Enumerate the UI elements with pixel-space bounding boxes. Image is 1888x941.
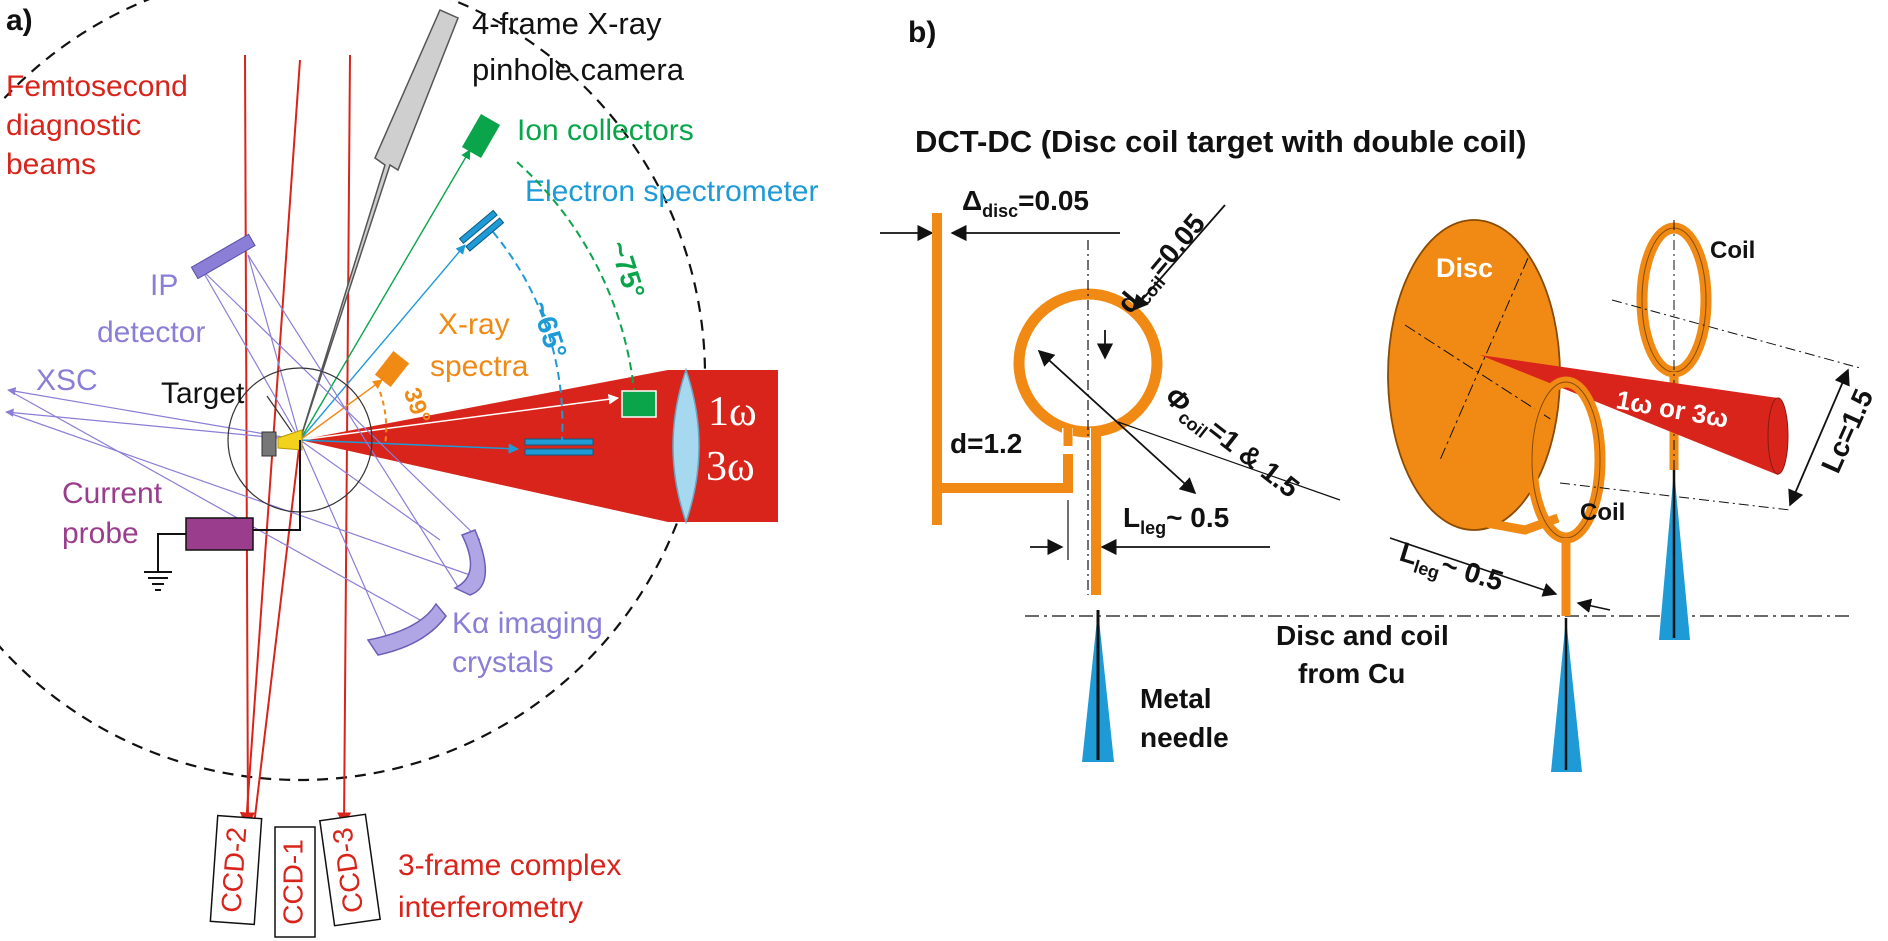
panel-b: b) DCT-DC (Disc coil target with double … (880, 16, 1879, 772)
electron-spectrometer-1 (458, 209, 505, 252)
electron-axis-line (299, 439, 520, 454)
ion-collector-2 (621, 390, 657, 418)
material-label-1: Disc and coil (1276, 620, 1449, 651)
angle-65-label: ~65° (525, 297, 573, 362)
ip-label-2: detector (97, 316, 205, 349)
lleg-label-2d: Lleg~ 0.5 (1123, 502, 1229, 538)
electron-spectrometer-2a (524, 438, 594, 446)
laser-beam (300, 370, 778, 522)
ccd-2: CCD-2 (209, 814, 263, 926)
lleg-3d-arrow-right (1576, 598, 1611, 613)
lc-extension-bottom (1559, 482, 1791, 511)
ccd-1-label: CCD-1 (277, 839, 308, 925)
lc-label: Lc=1.5 (1815, 384, 1879, 477)
xray-spectra-label-2: spectra (430, 350, 529, 383)
panel-a-label: a) (6, 4, 33, 37)
xray-spectra-line (299, 379, 383, 441)
disc-plate-section (932, 213, 942, 525)
d-distance-label: d=1.2 (950, 428, 1022, 459)
angle-arc-65 (492, 231, 564, 441)
dcoil-arrow (1131, 204, 1226, 312)
laser-axis-line (299, 394, 620, 441)
ccd-3: CCD-3 (319, 813, 381, 927)
xsc-label: XSC (36, 364, 98, 397)
panel-b-title: DCT-DC (Disc coil target with double coi… (915, 124, 1526, 159)
ka-label-1: Kα imaging (452, 607, 603, 640)
lc-extension-top (1611, 299, 1861, 369)
ka-crystal-1 (453, 529, 486, 596)
electron-spectrometer-2b (524, 448, 594, 456)
femto-label-2: diagnostic (6, 109, 141, 142)
disc-label: Disc (1436, 253, 1493, 283)
target (277, 429, 303, 451)
ground-wire (157, 533, 186, 572)
delta-disc-label: Δdisc=0.05 (962, 185, 1089, 221)
electron-line (299, 244, 466, 441)
phi-label: Φcoil=1 & 1.5 (1156, 380, 1305, 507)
laser-1w-label: 1ω (708, 389, 757, 435)
panel-a: a) 1ω 3ω (0, 0, 818, 938)
phi-leader (1117, 421, 1341, 501)
current-probe-box (185, 517, 254, 551)
camera-label-2: pinhole camera (472, 52, 685, 87)
diagnostic-beam-ccd3 (337, 54, 352, 827)
current-probe-wire (253, 440, 301, 531)
current-probe-label-1: Current (62, 477, 163, 510)
current-probe-label-2: probe (62, 517, 139, 550)
xray-pinhole-camera-cone (299, 9, 459, 441)
phi-dimension-line (1037, 349, 1197, 495)
ccd-2-label: CCD-2 (215, 826, 252, 914)
ion-collector-1 (461, 114, 501, 158)
interferometry-label-1: 3-frame complex (398, 849, 621, 882)
coil-top-label: Coil (1710, 237, 1755, 264)
lleg-3d-arrow (1389, 537, 1558, 597)
laser-cone-end (1767, 397, 1789, 475)
angle-arc-75 (516, 161, 635, 391)
metal-needle-label-1: Metal (1140, 683, 1212, 714)
ka-crystal-2 (366, 602, 447, 656)
focusing-lens (672, 367, 700, 525)
ground-symbol (144, 571, 172, 591)
ip-detector (190, 233, 256, 280)
disc-axis-2 (1439, 257, 1529, 461)
lleg-label-3d: Lleg~ 0.5 (1395, 536, 1507, 601)
panel-b-label: b) (908, 16, 936, 49)
femto-label-1: Femtosecond (6, 70, 188, 103)
angle-75-label: ~75° (603, 237, 651, 302)
diagnostic-beam-ccd2-lower (253, 439, 301, 826)
lc-dimension-line (1788, 368, 1850, 507)
interferometry-label-2: interferometry (398, 891, 583, 924)
metal-needle-label-2: needle (1140, 722, 1229, 753)
laser-3w-label: 3ω (706, 444, 755, 490)
purple-diagnostic-lines (5, 254, 481, 641)
dcoil-label: dcoil=0.05 (1111, 208, 1215, 322)
femto-label-3: beams (6, 148, 96, 181)
camera-label-1: 4-frame X-ray (472, 6, 662, 41)
ip-label-1: IP (150, 269, 178, 302)
electron-spectrometer-label: Electron spectrometer (525, 175, 818, 208)
ion-line (299, 149, 471, 441)
xray-spectrometer (374, 351, 410, 387)
coil-bottom-label: Coil (1580, 499, 1625, 526)
ka-label-2: crystals (452, 646, 554, 679)
diagnostic-beam-ccd1 (240, 54, 255, 827)
angle-arc-39 (379, 391, 388, 446)
target-label: Target (161, 377, 245, 410)
target-pointer (266, 395, 293, 433)
material-label-2: from Cu (1298, 658, 1405, 689)
target-holder (261, 431, 277, 457)
ion-collectors-label: Ion collectors (517, 114, 694, 147)
xray-spectra-label-1: X-ray (438, 308, 510, 341)
ccd-1: CCD-1 (274, 826, 316, 938)
